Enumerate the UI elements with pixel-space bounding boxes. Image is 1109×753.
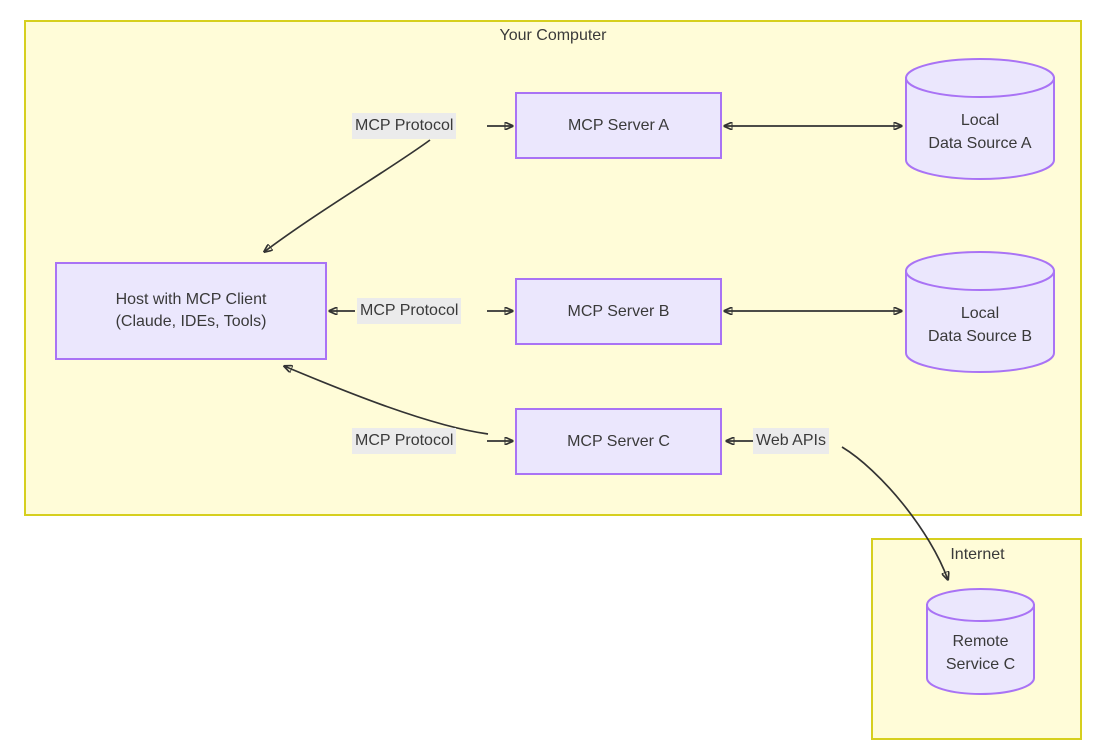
group-internet-label: Internet (950, 546, 1005, 563)
cylinder-shape-c (926, 588, 1035, 695)
cylinder-shape-b (905, 251, 1055, 373)
node-mcp-server-b[interactable]: MCP Server B (515, 278, 722, 345)
node-mcp-server-c-label: MCP Server C (567, 432, 670, 450)
edge-label-mcp-protocol-c: MCP Protocol (352, 428, 457, 454)
node-host-with-mcp-client[interactable]: Host with MCP Client (Claude, IDEs, Tool… (55, 262, 327, 360)
node-mcp-server-c[interactable]: MCP Server C (515, 408, 722, 475)
edge-label-mcp-protocol-b: MCP Protocol (357, 298, 462, 324)
cylinder-shape-a (905, 58, 1055, 180)
node-remote-service-c[interactable]: Remote Service C (925, 588, 1036, 696)
node-mcp-server-a[interactable]: MCP Server A (515, 92, 722, 159)
node-mcp-server-a-label: MCP Server A (567, 116, 670, 134)
node-host-line-1: Host with MCP Client (115, 291, 267, 308)
node-local-data-source-b[interactable]: Local Data Source B (904, 250, 1056, 374)
group-your-computer-label: Your Computer (499, 27, 607, 44)
node-local-data-source-a[interactable]: Local Data Source A (904, 57, 1056, 181)
node-mcp-server-b-label: MCP Server B (567, 302, 670, 320)
edge-label-web-apis: Web APIs (753, 428, 829, 454)
edge-label-mcp-protocol-a: MCP Protocol (352, 113, 457, 139)
node-host-line-2: (Claude, IDEs, Tools) (115, 313, 267, 330)
